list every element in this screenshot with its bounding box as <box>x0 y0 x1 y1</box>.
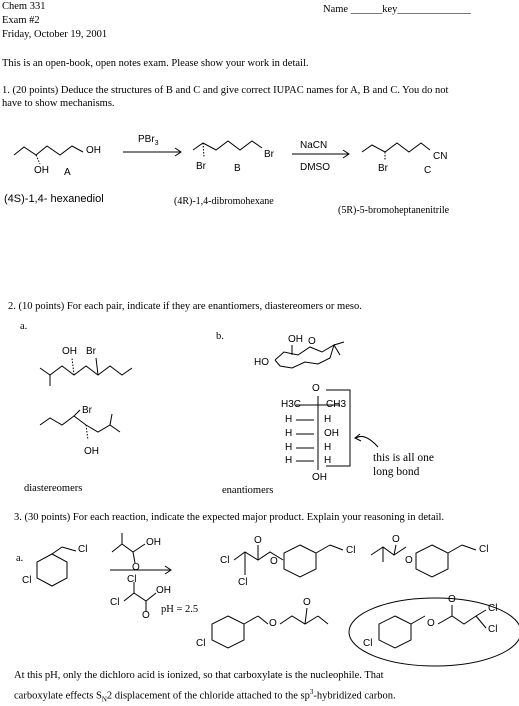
letter-a: A <box>64 167 71 178</box>
fischer-ch3: CH3 <box>326 399 347 410</box>
iupac-name-b: (4R)-1,4-dibromohexane <box>174 196 274 207</box>
p1-o-carbonyl: O <box>254 535 262 546</box>
solvent-dmso: DMSO <box>300 162 330 173</box>
reagent2-oh: OH <box>156 585 171 596</box>
q2b-ring-o1: O <box>308 336 316 347</box>
fischer-h-5: H <box>324 442 332 453</box>
q2-text: 2. (10 points) For each pair, indicate i… <box>8 301 362 312</box>
reagent2-cl-left: Cl <box>110 597 120 608</box>
p1-cl-1: Cl <box>220 555 230 566</box>
p1-cl-2: Cl <box>238 577 248 588</box>
letter-b: B <box>234 163 241 174</box>
explanation-line1: At this pH, only the dichloro acid is io… <box>14 670 384 681</box>
molecule-a-chain <box>13 145 84 156</box>
p4-cl-2: Cl <box>488 624 498 635</box>
q2b-ring <box>274 343 335 369</box>
p4-cl-ring: Cl <box>363 638 373 649</box>
p1-cl-3: Cl <box>346 545 356 556</box>
fischer-h-2: H <box>324 414 332 425</box>
q2a-top-chain <box>39 365 133 376</box>
letter-c: C <box>424 165 432 176</box>
q1-text-line1: 1. (20 points) Deduce the structures of … <box>2 85 449 96</box>
q2b-ring-ho: HO <box>254 357 269 368</box>
dichloroacetic-acid <box>123 592 157 602</box>
exam-instructions: This is an open-book, open notes exam. P… <box>2 58 309 69</box>
reagent-nacn: NaCN <box>300 140 328 151</box>
q2b-ring-oh: OH <box>288 334 303 345</box>
mol-c-cn: CN <box>433 151 448 162</box>
fischer-long-bond <box>326 389 351 467</box>
note-line1: this is all one <box>373 452 435 464</box>
fischer-o: O <box>312 383 320 394</box>
mol-b-br-stereo: Br <box>196 161 206 172</box>
p3-o-carbonyl: O <box>303 597 311 608</box>
reagent1-oh: OH <box>146 537 161 548</box>
p4-o-ester: O <box>427 618 435 629</box>
q2a-bottom-chain <box>39 415 121 433</box>
p4-cl-1: Cl <box>488 603 498 614</box>
fischer-h3c: H3C <box>281 399 302 410</box>
fischer-h-1: H <box>285 414 293 425</box>
note-line2: long bond <box>373 466 420 478</box>
exam-number: Exam #2 <box>2 15 40 26</box>
p3-o-ester: O <box>269 618 277 629</box>
p1-o-ester: O <box>270 556 278 567</box>
p2-o-ester: O <box>405 555 413 566</box>
q2a-bottom-br: Br <box>82 405 92 416</box>
molecule-a-stereo-bond <box>35 154 41 165</box>
reagent-pbr3: PBr3 <box>138 134 159 147</box>
mol-a-oh-end: OH <box>86 145 101 156</box>
q2a-top-br: Br <box>86 346 96 357</box>
fischer-h-6: H <box>285 455 293 466</box>
explanation-line2: carboxylate effects SN2 displacement of … <box>14 688 396 704</box>
iupac-name-c: (5R)-5-bromoheptanenitrile <box>338 205 450 216</box>
reagent2-cl-top: Cl <box>127 574 137 585</box>
fischer-h-7: H <box>324 455 332 466</box>
product-3-ring <box>211 615 245 649</box>
q3-part-a: a. <box>16 553 24 564</box>
p3-cl: Cl <box>196 638 206 649</box>
q1-text-line2: have to show mechanisms. <box>2 98 115 109</box>
fischer-h-3: H <box>285 428 293 439</box>
exam-date: Friday, October 19, 2001 <box>2 29 108 40</box>
mol-b-br-end: Br <box>264 149 274 160</box>
reactant-benzyl-chloride-ring <box>36 553 68 587</box>
mol-a-oh-stereo: OH <box>34 165 49 176</box>
answer-circle <box>348 597 519 667</box>
p2-o-carbonyl: O <box>392 534 400 545</box>
reagent2-o: O <box>142 610 150 621</box>
molecule-b-chain <box>192 140 263 151</box>
name-field: Name ______key______________ <box>323 4 471 15</box>
answer-diastereomers: diastereomers <box>24 483 83 494</box>
course-title: Chem 331 <box>2 1 46 12</box>
fischer-oh: OH <box>324 428 339 439</box>
fischer-bottom-oh: OH <box>312 472 327 483</box>
q2-part-b: b. <box>216 331 224 342</box>
answer-enantiomers: enantiomers <box>222 485 274 496</box>
p4-o-carbonyl: O <box>448 594 456 605</box>
product-4-ring <box>378 615 412 649</box>
isobutyric-acid <box>111 543 146 553</box>
reactant-cl-ring: Cl <box>22 575 32 586</box>
molecule-c-chain <box>361 142 431 153</box>
q2a-bottom-oh: OH <box>84 446 99 457</box>
reaction-ph: pH = 2.5 <box>161 604 199 615</box>
mol-c-br: Br <box>378 163 388 174</box>
q2a-top-oh: OH <box>62 346 77 357</box>
q3-text: 3. (30 points) For each reaction, indica… <box>14 512 445 523</box>
reactant-cl-ch2: Cl <box>78 544 88 555</box>
reagent1-o: O <box>132 562 140 573</box>
p2-cl: Cl <box>479 544 489 555</box>
note-arrow <box>355 435 379 448</box>
product-2-chain <box>370 546 407 556</box>
q2-part-a: a. <box>20 321 28 332</box>
fischer-h-4: H <box>285 442 293 453</box>
iupac-name-a: (4S)-1,4- hexanediol <box>4 193 104 205</box>
